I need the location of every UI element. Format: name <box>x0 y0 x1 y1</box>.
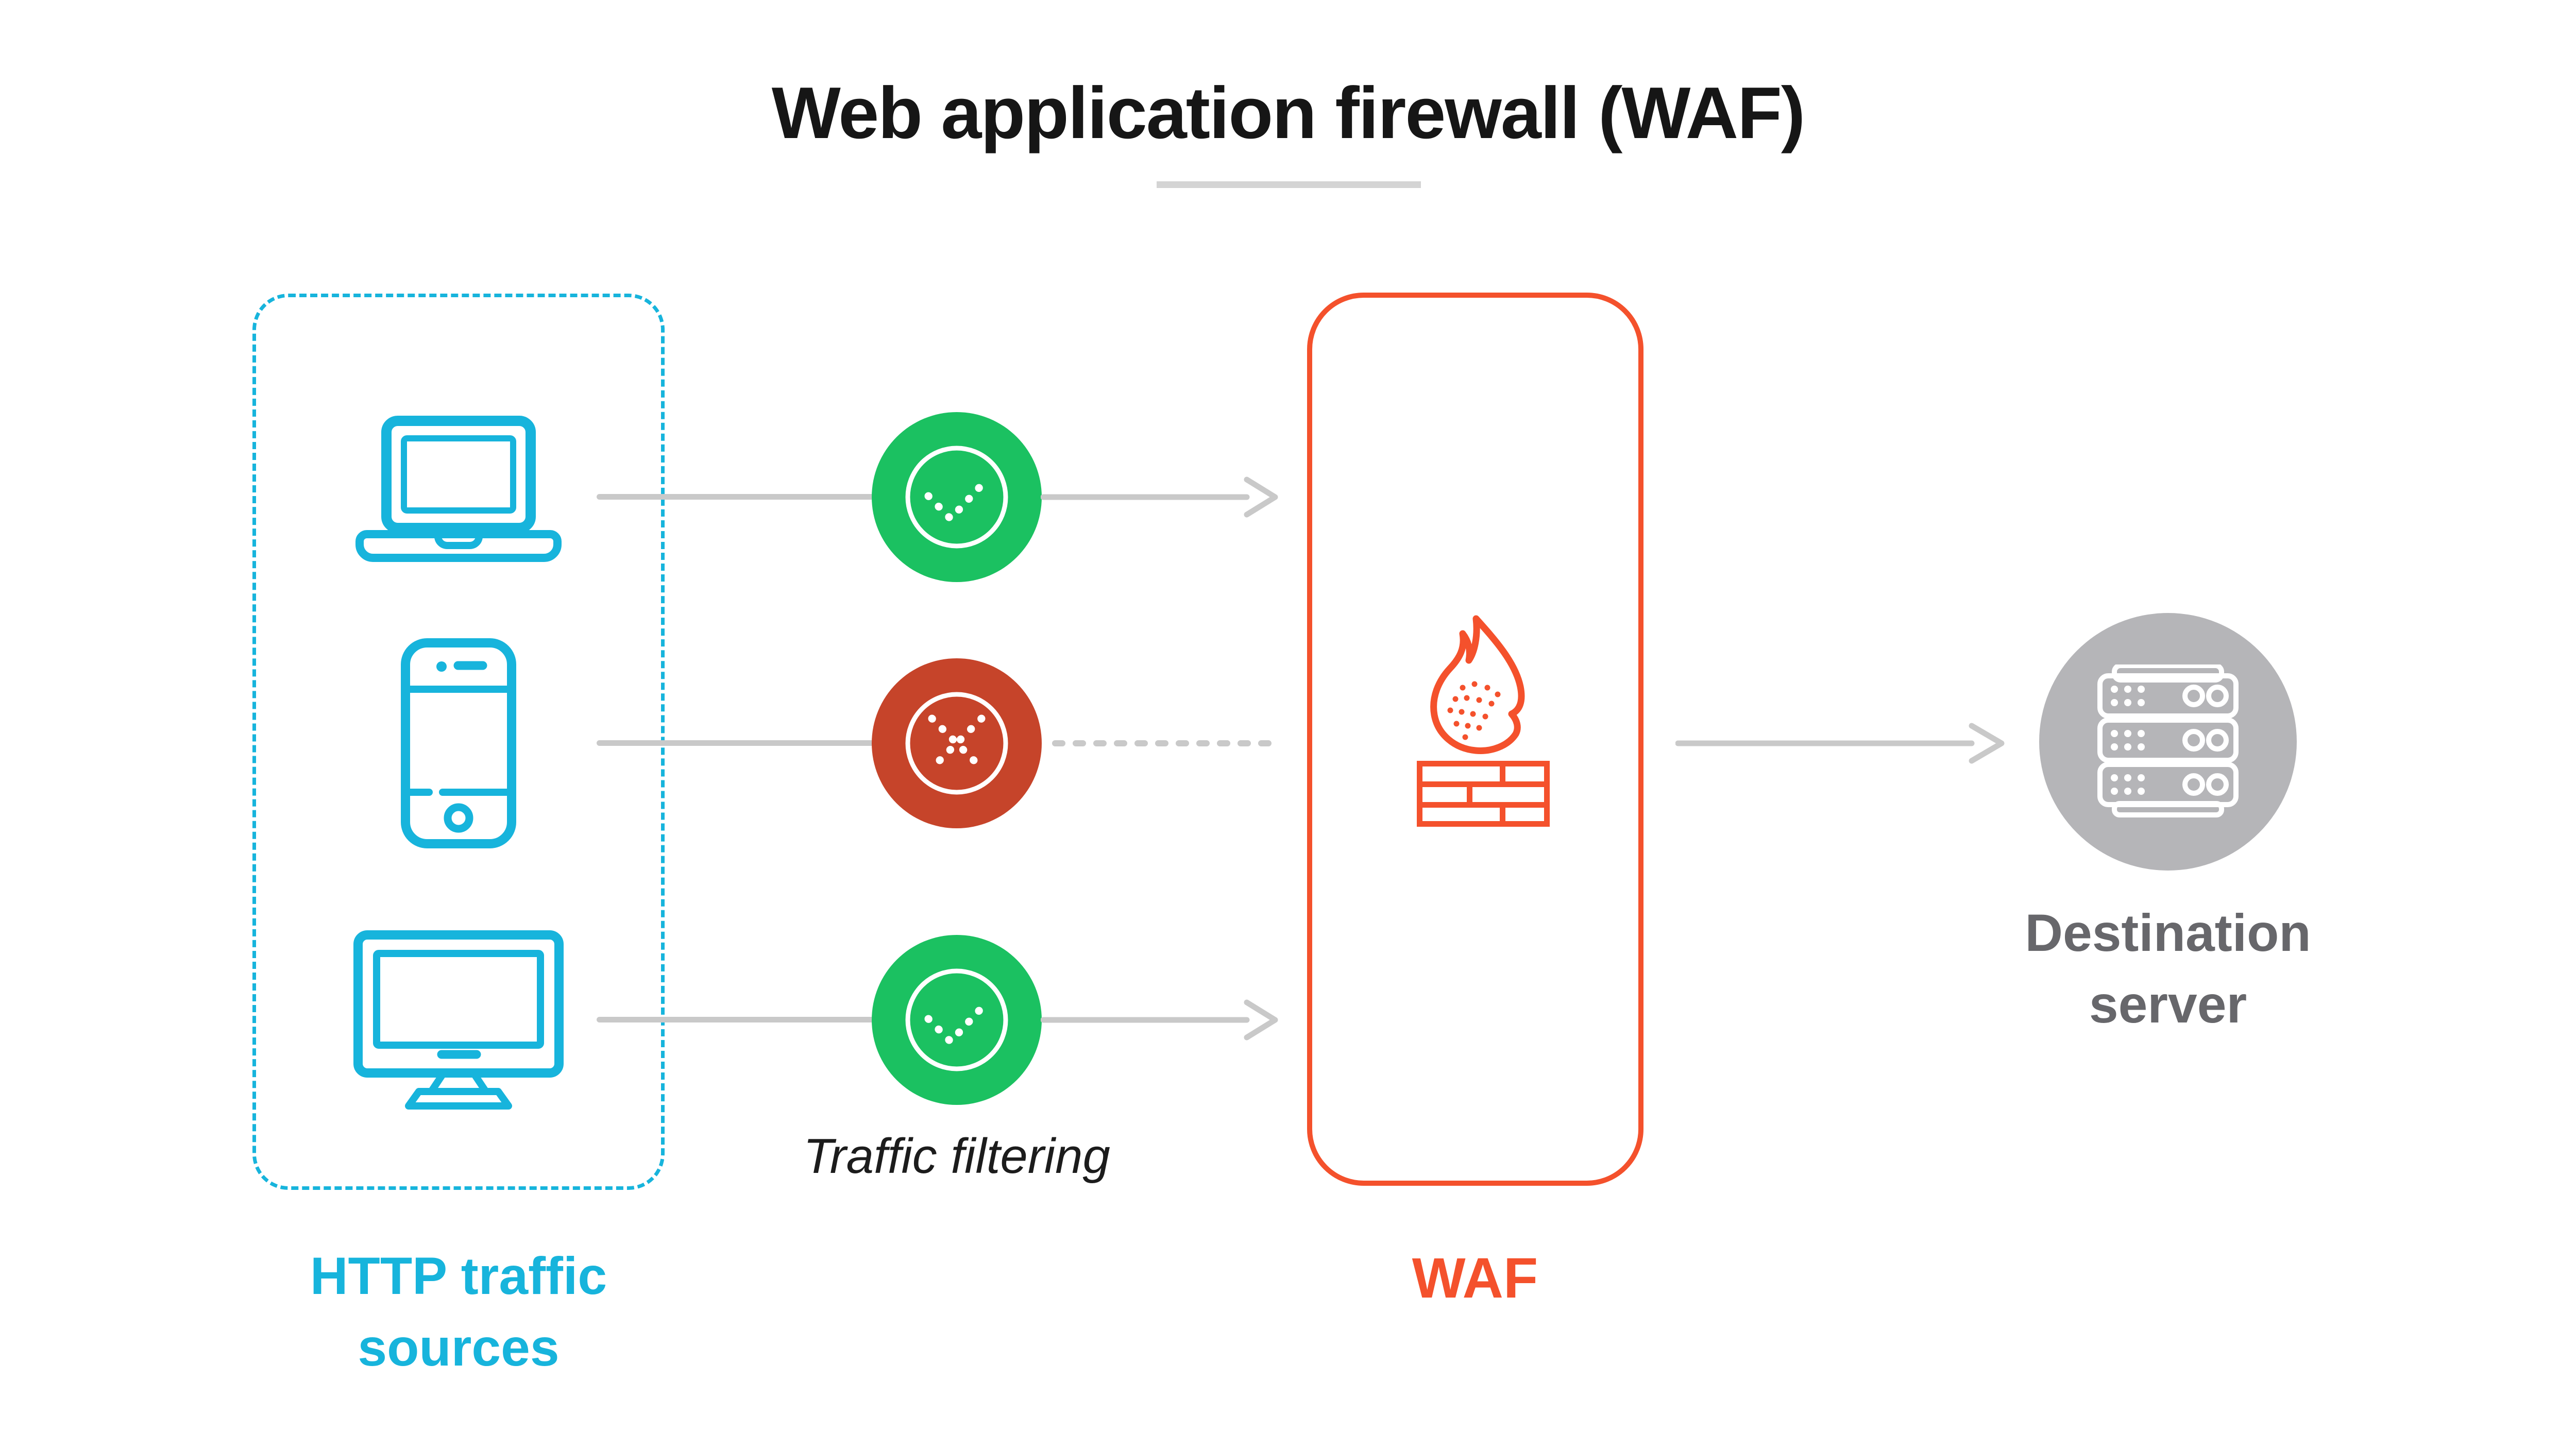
traffic-filtering-label: Traffic filtering <box>803 1129 1110 1184</box>
arrow-allowed-2-to-waf <box>1041 999 1278 1041</box>
line-laptop-to-filter <box>597 494 875 500</box>
http-traffic-sources-label: HTTP traffic sources <box>201 1240 716 1383</box>
desktop-monitor-icon <box>353 930 564 1110</box>
waf-box <box>1307 293 1643 1186</box>
label-line: Destination <box>2025 904 2311 962</box>
server-stack-icon <box>2097 664 2239 817</box>
line-monitor-to-filter <box>597 1017 875 1022</box>
laptop-icon <box>355 416 562 562</box>
firewall-flame-brick-icon <box>1417 615 1550 827</box>
allowed-traffic-circle-2 <box>872 935 1042 1105</box>
label-line: HTTP traffic <box>310 1247 607 1305</box>
brick-wall <box>1417 761 1550 827</box>
arrow-waf-to-destination <box>1675 723 2005 764</box>
label-line: server <box>2089 975 2247 1034</box>
destination-circle <box>2039 613 2297 871</box>
cross-icon <box>905 692 1008 795</box>
page-title: Web application firewall (WAF) <box>771 72 1805 154</box>
arrow-allowed-1-to-waf <box>1041 476 1278 518</box>
dotted-line-blocked <box>1052 740 1273 746</box>
title-underline <box>1157 181 1421 188</box>
destination-server-label: Destination server <box>1910 897 2426 1040</box>
line-phone-to-filter <box>597 740 875 746</box>
smartphone-icon <box>401 638 516 848</box>
waf-label: WAF <box>1412 1247 1538 1310</box>
label-line: sources <box>358 1318 560 1377</box>
check-icon <box>905 968 1008 1071</box>
blocked-traffic-circle <box>872 658 1042 828</box>
check-icon <box>905 446 1008 549</box>
allowed-traffic-circle-1 <box>872 412 1042 582</box>
